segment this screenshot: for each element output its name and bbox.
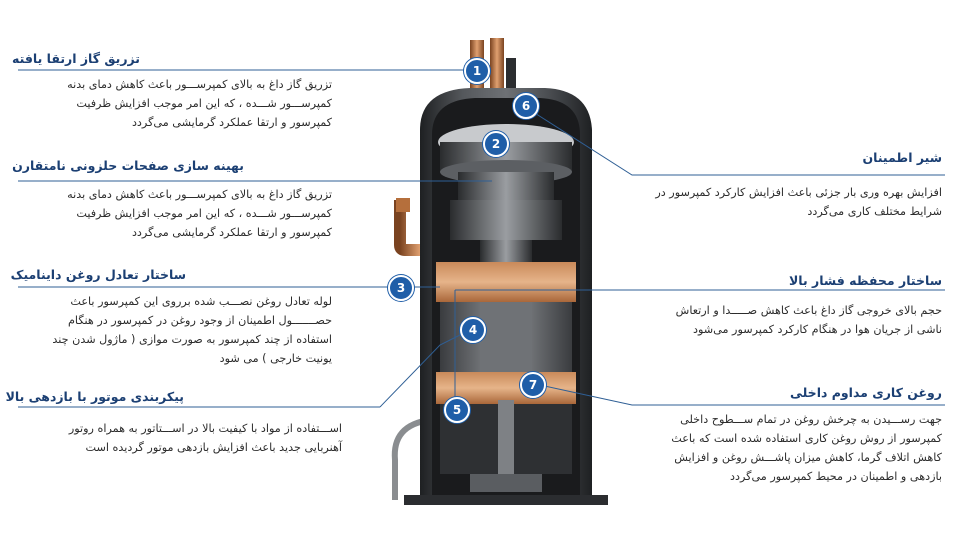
feature-desc-motor-config: اســـتفاده از مواد با کیفیت بالا در اســ…	[22, 419, 342, 457]
oil-balance-pipe	[394, 200, 440, 256]
mounting-base	[404, 495, 608, 505]
marker-4-badge: 4	[460, 317, 486, 343]
feature-desc-scroll-optimization: تزریق گاز داغ به بالای کمپرســـور باعث ک…	[22, 185, 332, 242]
feature-desc-safety-valve: افزایش بهره وری بار جزئی باعث افزایش کار…	[622, 183, 942, 221]
marker-7-badge: 7	[520, 372, 546, 398]
feature-desc-internal-lubrication: جهت رســـیدن به چرخش روغن در تمام ســـطو…	[612, 410, 942, 486]
feature-title-high-pressure-chamber: ساختار محفظه فشار بالا	[788, 273, 942, 288]
desc-line: کمپرســـور شـــده ، که این امر موجب افزا…	[76, 207, 332, 220]
desc-line: استفاده از چند کمپرسور به صورت موازی ( م…	[52, 333, 332, 346]
desc-line: کمپرســـور شـــده ، که این امر موجب افزا…	[76, 97, 332, 110]
desc-line: آهنربایی جدید باعث افزایش بازدهی موتور گ…	[85, 441, 342, 454]
desc-line: اســـتفاده از مواد با کیفیت بالا در اســ…	[68, 422, 342, 435]
desc-line: لوله تعادل روغن نصـــب شده برروی این کمپ…	[70, 295, 332, 308]
desc-line: یونیت خارجی ) می شود	[219, 352, 332, 365]
marker-5-badge: 5	[444, 397, 470, 423]
desc-line: تزریق گاز داغ به بالای کمپرســـور باعث ک…	[67, 78, 332, 91]
feature-title-oil-balance: ساختار تعادل روغن داینامیک	[10, 267, 186, 282]
desc-line: حصـــــــول اطمینان از وجود روغن در کمپر…	[68, 314, 332, 327]
desc-line: کاهش اتلاف گرما، کاهش میزان پاشـــش روغن…	[674, 451, 942, 464]
desc-line: ناشی از جریان هوا در هنگام کارکرد کمپرسو…	[693, 323, 942, 336]
upper-windings	[436, 262, 576, 302]
marker-3-badge: 3	[388, 275, 414, 301]
feature-desc-high-pressure-chamber: حجم بالای خروجی گاز داغ باعث کاهش صـــــ…	[612, 301, 942, 339]
feature-title-scroll-optimization: بهینه سازی صفحات حلزونی نامتقارن	[12, 158, 244, 173]
desc-line: کمپرسور و ارتقا عملکرد گرمایشی می‌گردد	[131, 226, 332, 239]
desc-line: تزریق گاز داغ به بالای کمپرســـور باعث ک…	[67, 188, 332, 201]
marker-6-badge: 6	[513, 93, 539, 119]
marker-1-badge: 1	[464, 58, 490, 84]
marker-2-badge: 2	[483, 131, 509, 157]
desc-line: حجم بالای خروجی گاز داغ باعث کاهش صـــــ…	[675, 304, 942, 317]
feature-desc-gas-injection: تزریق گاز داغ به بالای کمپرســـور باعث ک…	[22, 75, 332, 132]
feature-desc-oil-balance: لوله تعادل روغن نصـــب شده برروی این کمپ…	[22, 292, 332, 368]
desc-line: کمپرسور از روش روغن کاری استفاده شده است…	[671, 432, 942, 445]
feature-title-gas-injection: تزریق گاز ارتقا یافته	[12, 51, 140, 66]
desc-line: شرایط مختلف کاری می‌گردد	[807, 205, 942, 218]
desc-line: جهت رســـیدن به چرخش روغن در تمام ســـطو…	[680, 413, 942, 426]
desc-line: افزایش بهره وری بار جزئی باعث افزایش کار…	[655, 186, 942, 199]
desc-line: بازدهی و اطمینان در محیط کمپرسور می‌گردد	[730, 470, 942, 483]
feature-title-motor-config: پیکربندی موتور با بازدهی بالا	[5, 389, 184, 404]
feature-title-internal-lubrication: روغن کاری مداوم داخلی	[789, 385, 942, 400]
desc-line: کمپرسور و ارتقا عملکرد گرمایشی می‌گردد	[131, 116, 332, 129]
feature-title-safety-valve: شیر اطمینان	[862, 150, 942, 165]
